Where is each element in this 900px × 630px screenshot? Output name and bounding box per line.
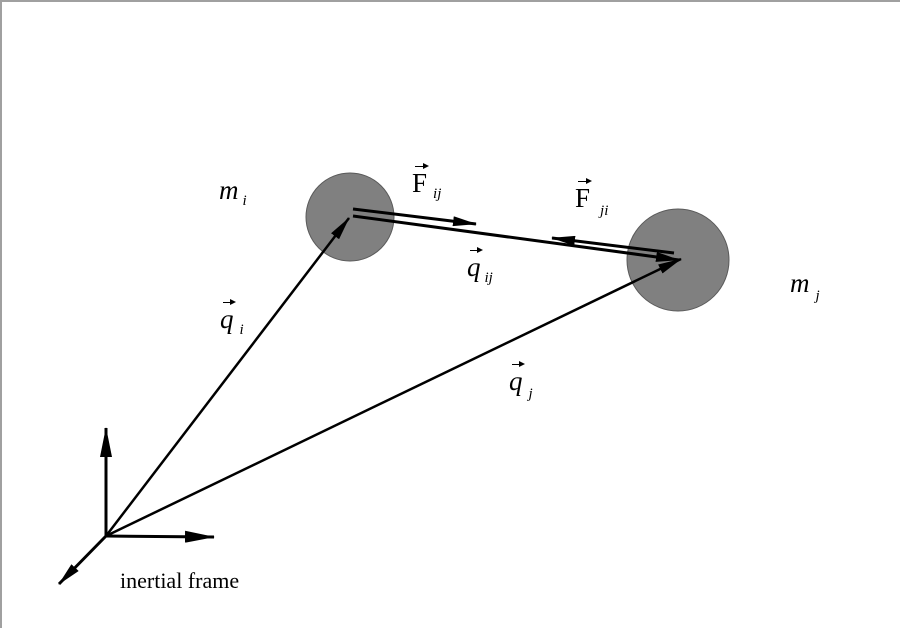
mass-i-circle — [305, 172, 395, 262]
label-inertial-frame: inertial frame — [120, 568, 240, 593]
frame-axis-out — [57, 534, 108, 586]
vector-q-j — [105, 257, 682, 538]
force-f-ji — [551, 235, 675, 255]
force-f-ij — [352, 207, 477, 227]
vector-q-ij — [352, 214, 680, 262]
vector-q-i — [105, 217, 350, 537]
frame-axis-right — [105, 530, 215, 543]
